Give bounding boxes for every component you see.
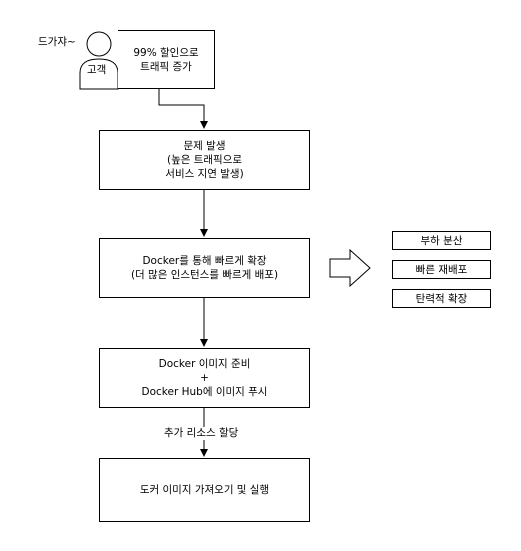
problem-detail-line1: (높은 트래픽으로 — [166, 154, 243, 166]
benefit-label: 빠른 재배포 — [415, 263, 468, 276]
image-prepare-box: Docker 이미지 준비 + Docker Hub에 이미지 푸시 — [99, 348, 310, 408]
image-run-box: 도커 이미지 가져오기 및 실행 — [99, 458, 310, 522]
extra-resource-label: 추가 리소스 할당 — [162, 427, 241, 440]
problem-box: 문제 발생 (높은 트래픽으로 서비스 지연 발생) — [99, 130, 310, 190]
docker-scale-box: Docker를 통해 빠르게 확장 (더 많은 인스턴스를 빠르게 배포) — [99, 238, 310, 298]
customer-label: 고객 — [87, 64, 107, 76]
benefit-elastic-scaling: 탄력적 확장 — [392, 289, 491, 308]
image-prepare-line2: Docker Hub에 이미지 푸시 — [141, 386, 268, 398]
problem-title: 문제 발생 — [183, 140, 226, 152]
benefit-fast-redeploy: 빠른 재배포 — [392, 260, 491, 279]
customer-exclaim-text: 드가쟈~ — [38, 36, 76, 48]
benefit-label: 부하 분산 — [420, 234, 463, 247]
benefit-load-balancing: 부하 분산 — [392, 231, 491, 250]
benefit-label: 탄력적 확장 — [415, 292, 468, 305]
docker-scale-title: Docker를 통해 빠르게 확장 — [142, 255, 267, 267]
problem-detail-line2: 서비스 지연 발생) — [165, 168, 244, 180]
image-prepare-line1: Docker 이미지 준비 — [158, 358, 251, 370]
image-run-text: 도커 이미지 가져오기 및 실행 — [139, 484, 270, 496]
customer-note-line1: 99% 할인으로 — [133, 46, 199, 59]
customer-actor-icon — [79, 31, 119, 90]
customer-note-box: 99% 할인으로 트래픽 증가 — [118, 30, 215, 89]
customer-note-line2: 트래픽 증가 — [140, 60, 192, 73]
docker-scale-detail: (더 많은 인스턴스를 빠르게 배포) — [130, 269, 279, 281]
arrow-customer-to-problem — [158, 89, 208, 129]
block-arrow-right-icon — [329, 248, 371, 288]
image-prepare-plus: + — [200, 372, 209, 384]
